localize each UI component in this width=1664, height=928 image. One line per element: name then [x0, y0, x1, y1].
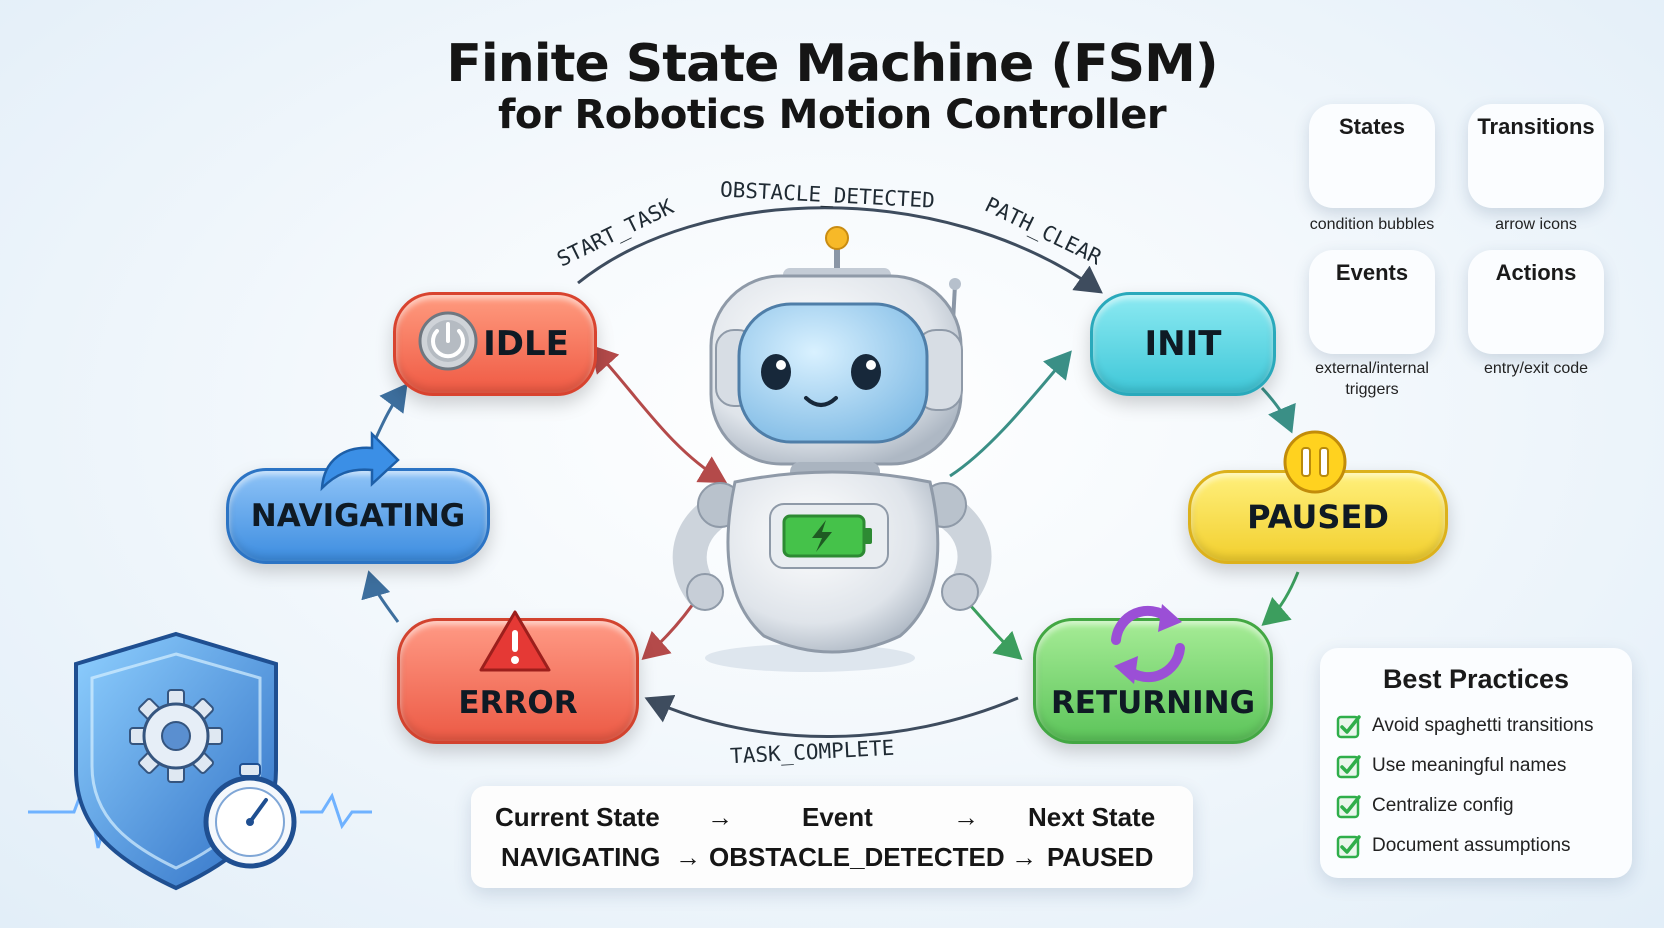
state-paused-label: PAUSED: [1247, 498, 1389, 536]
table-row-current: NAVIGATING: [501, 842, 661, 872]
diagram-title: Finite State Machine (FSM): [446, 34, 1218, 94]
state-navigating: NAVIGATING: [226, 468, 490, 564]
legend-actions-caption: entry/exit code: [1483, 360, 1589, 377]
best-practice-text: Avoid spaghetti transitions: [1372, 715, 1594, 736]
arrow-init-to-paused: [1260, 386, 1296, 434]
legend-events-caption: external/internal triggers: [1292, 358, 1452, 400]
legend-states-title: States: [1338, 114, 1406, 139]
legend-events-title: Events: [1335, 260, 1409, 285]
state-idle: IDLE: [393, 292, 597, 396]
legend-transitions-title: Transitions: [1477, 114, 1595, 139]
best-practice-text: Centralize config: [1372, 795, 1514, 816]
best-practices-panel: Best Practices Avoid spaghetti transitio…: [1320, 648, 1632, 878]
table-row-arrow: →: [675, 842, 701, 872]
best-practice-item: Avoid spaghetti transitions: [1336, 710, 1593, 742]
legend-transitions-caption: arrow icons: [1495, 216, 1577, 233]
arrow-idle-robot: [589, 344, 728, 484]
state-init-label: INIT: [1144, 324, 1222, 364]
table-header-next: Next State: [1028, 802, 1156, 832]
checkbox-checked-icon: [1336, 835, 1361, 859]
legend-actions-title: Actions: [1495, 260, 1577, 285]
state-error: ERROR: [397, 618, 639, 744]
state-returning: RETURNING: [1033, 618, 1273, 744]
table-header-arrow: →: [953, 802, 979, 832]
state-returning-label: RETURNING: [1050, 685, 1256, 721]
legend-actions-card: Actions: [1468, 250, 1604, 354]
legend-states-card: States: [1309, 104, 1435, 208]
arrow-error-to-navigating: [361, 570, 400, 623]
shield-stopwatch-illustration: [28, 631, 372, 891]
arrow-returning-to-error: [644, 695, 1019, 738]
best-practice-text: Use meaningful names: [1372, 755, 1567, 776]
table-header-event: Event: [802, 802, 873, 832]
table-row-arrow: →: [1011, 842, 1037, 872]
state-paused: PAUSED: [1188, 470, 1448, 564]
legend-events-card: Events: [1309, 250, 1435, 354]
checkbox-checked-icon: [1336, 795, 1361, 819]
legend-events-caption-line2: triggers: [1345, 381, 1399, 398]
best-practice-item: Use meaningful names: [1336, 750, 1566, 782]
arrow-navigating-to-idle: [374, 383, 408, 439]
arc-start-to-init: [577, 206, 1103, 294]
legend-states-caption: condition bubbles: [1309, 216, 1435, 233]
transition-table: Current State → Event → Next State NAVIG…: [471, 786, 1193, 888]
state-init: INIT: [1090, 292, 1276, 396]
legend-events-caption-line1: external/internal: [1315, 360, 1429, 377]
state-navigating-label: NAVIGATING: [250, 498, 466, 534]
best-practices-title: Best Practices: [1382, 664, 1570, 694]
diagram-subtitle: for Robotics Motion Controller: [497, 92, 1167, 138]
robot-illustration: [672, 226, 992, 672]
checkbox-checked-icon: [1336, 755, 1361, 779]
table-row-event: OBSTACLE_DETECTED: [709, 842, 1005, 872]
table-header-current: Current State: [495, 802, 660, 832]
table-header-arrow: →: [707, 802, 733, 832]
checkbox-checked-icon: [1336, 715, 1361, 739]
state-error-label: ERROR: [458, 685, 578, 721]
best-practice-item: Centralize config: [1336, 790, 1514, 822]
state-idle-label: IDLE: [483, 324, 569, 364]
legend-transitions-card: Transitions: [1468, 104, 1604, 208]
table-row-next: PAUSED: [1047, 842, 1154, 872]
best-practice-text: Document assumptions: [1372, 835, 1571, 856]
arrow-robot-to-init: [949, 350, 1072, 478]
arrow-paused-to-returning: [1261, 571, 1300, 626]
best-practice-item: Document assumptions: [1336, 830, 1571, 862]
